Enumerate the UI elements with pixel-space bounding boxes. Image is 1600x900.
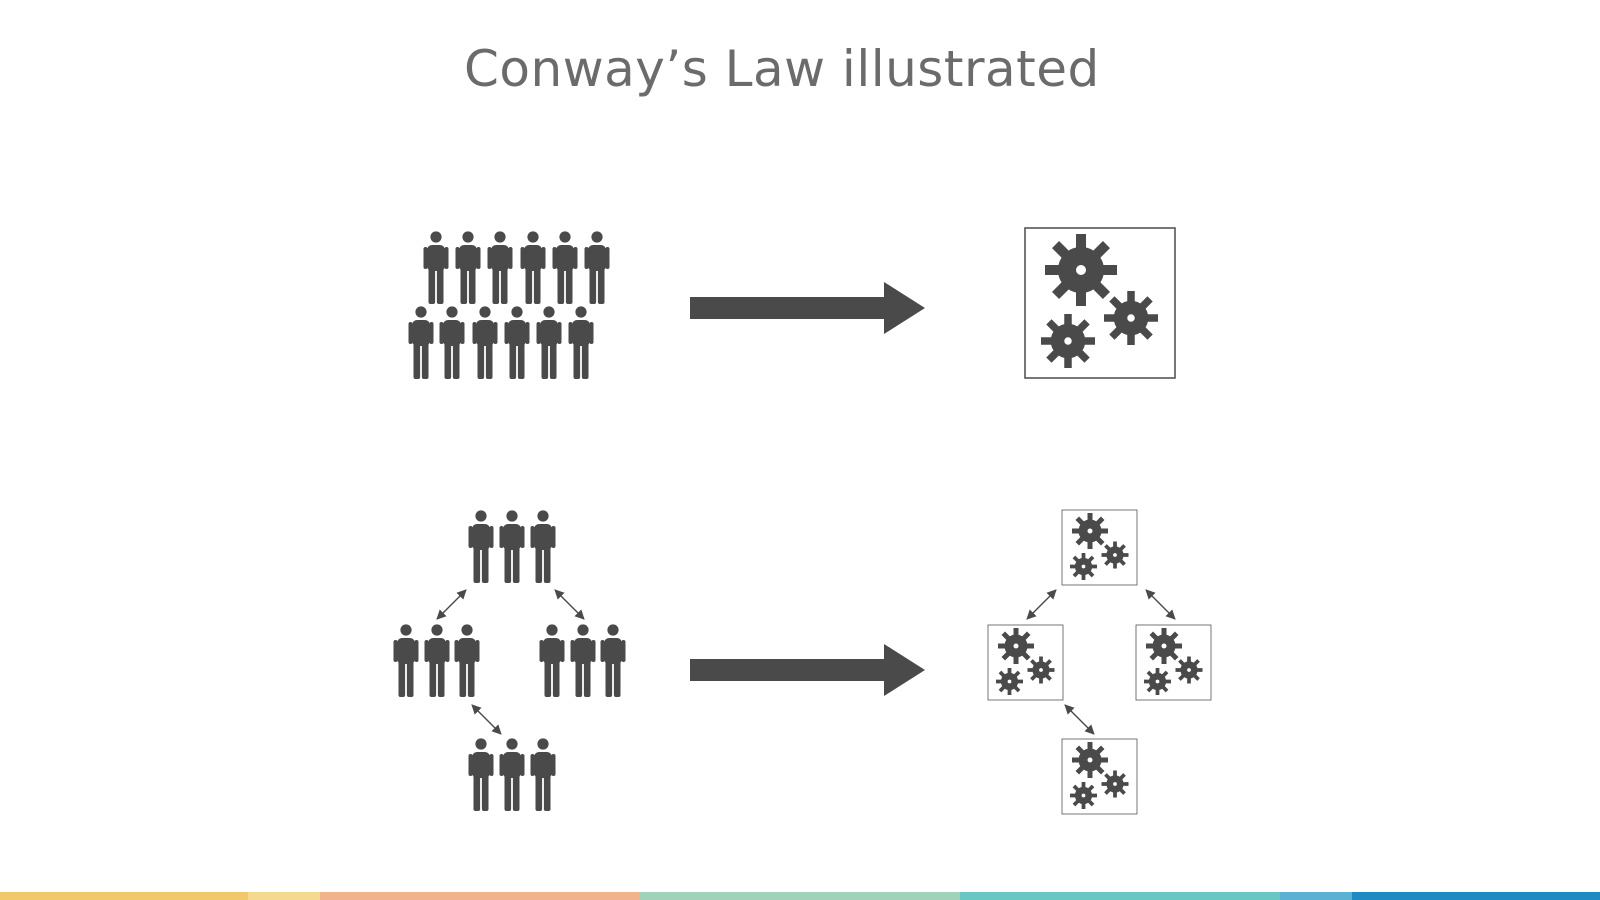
- person-icon: [499, 510, 525, 583]
- service-links: [1026, 589, 1176, 735]
- arrow-icon: [690, 282, 925, 334]
- gears-icon: [1025, 228, 1175, 378]
- footer-stripe-6: [1280, 892, 1352, 900]
- double-headed-arrow-icon: [471, 704, 502, 735]
- person-icon: [530, 510, 556, 583]
- person-icon: [468, 510, 494, 583]
- footer-stripe-1: [0, 892, 248, 900]
- person-icon: [499, 738, 525, 811]
- footer-stripe-4: [640, 892, 960, 900]
- person-icon: [530, 738, 556, 811]
- person-icon: [439, 306, 465, 379]
- person-icon: [454, 624, 480, 697]
- double-headed-arrow-icon: [1026, 589, 1057, 620]
- person-icon: [600, 624, 626, 697]
- team-links: [436, 589, 585, 735]
- gears-icon: [1136, 625, 1211, 700]
- arrow-icon: [690, 644, 925, 696]
- person-icon: [468, 738, 494, 811]
- double-headed-arrow-icon: [1064, 704, 1095, 735]
- person-icon: [423, 231, 449, 304]
- double-headed-arrow-icon: [554, 589, 585, 620]
- double-headed-arrow-icon: [436, 589, 467, 620]
- footer-stripe-5: [960, 892, 1280, 900]
- person-icon: [487, 231, 513, 304]
- footer-stripe-2: [248, 892, 320, 900]
- team-bottom: [468, 738, 556, 811]
- person-icon: [455, 231, 481, 304]
- person-icon: [584, 231, 610, 304]
- monolith-gearbox: [1025, 228, 1175, 378]
- slide-title: Conway’s Law illustrated: [464, 40, 1100, 98]
- gears-icon: [988, 625, 1063, 700]
- person-icon: [393, 624, 419, 697]
- gears-icon: [1062, 510, 1137, 585]
- person-icon: [520, 231, 546, 304]
- person-icon: [568, 306, 594, 379]
- services: [988, 510, 1211, 814]
- person-icon: [570, 624, 596, 697]
- team-right: [539, 624, 626, 697]
- person-icon: [539, 624, 565, 697]
- person-icon: [504, 306, 530, 379]
- team-left: [393, 624, 480, 697]
- person-icon: [552, 231, 578, 304]
- team-top: [468, 510, 556, 583]
- footer-stripe-3: [320, 892, 640, 900]
- double-headed-arrow-icon: [1145, 589, 1176, 620]
- person-icon: [408, 306, 434, 379]
- person-icon: [472, 306, 498, 379]
- small-teams: [393, 510, 626, 811]
- gears-icon: [1062, 739, 1137, 814]
- footer-stripe-7: [1352, 892, 1600, 900]
- person-icon: [424, 624, 450, 697]
- person-icon: [536, 306, 562, 379]
- large-team: [408, 231, 610, 379]
